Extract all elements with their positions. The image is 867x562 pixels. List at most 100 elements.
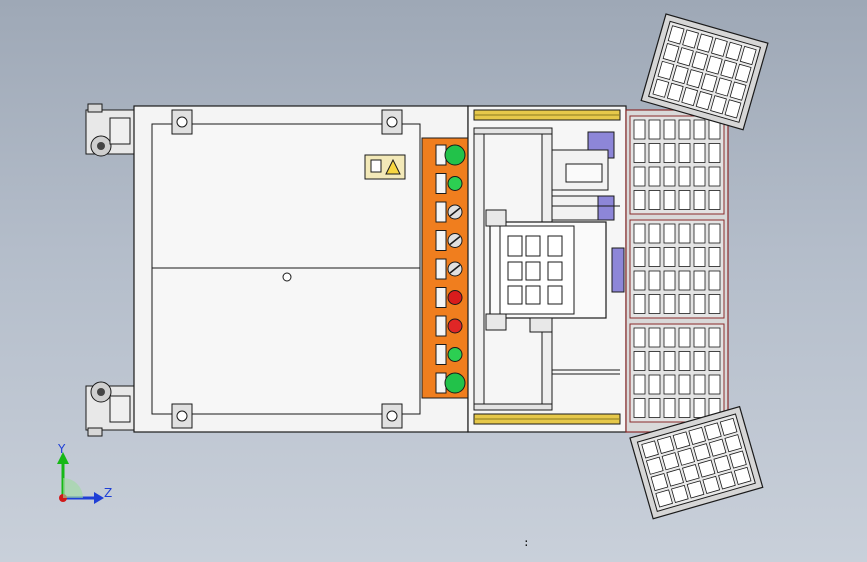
- tray-slot: [693, 398, 706, 418]
- control-panel[interactable]: [421, 137, 469, 399]
- lid-slot: [696, 33, 714, 53]
- tray-slot: [678, 374, 691, 395]
- lid-slot: [724, 434, 743, 453]
- lid-slot: [645, 456, 664, 475]
- tray-slot: [708, 351, 721, 371]
- lid-slot: [682, 464, 700, 483]
- tray-slot: [663, 270, 676, 291]
- tray-slot: [648, 247, 661, 267]
- tray-slot: [663, 398, 676, 418]
- tray-slot: [633, 294, 646, 314]
- lid-slot: [715, 77, 733, 97]
- tray-slot: [663, 166, 676, 187]
- tray-slot: [708, 190, 721, 210]
- tray-slot: [693, 374, 706, 395]
- lid-slot: [652, 78, 670, 98]
- tray-slot: [648, 327, 661, 348]
- lid-slot: [677, 47, 694, 67]
- tray-lid-bottom[interactable]: [629, 405, 764, 520]
- tray-slot: [708, 166, 721, 187]
- lid-slot: [725, 41, 743, 61]
- tray-slot: [663, 374, 676, 395]
- status-text: :: [523, 536, 530, 549]
- lid-slot: [711, 37, 728, 57]
- lid-slot: [655, 489, 673, 508]
- lid-slot: [686, 69, 704, 89]
- tray-slot: [663, 294, 676, 314]
- lid-slot: [739, 45, 757, 66]
- lid-slot: [729, 81, 747, 101]
- tray-slot: [678, 294, 691, 314]
- lid-slot: [677, 447, 696, 466]
- tray-slot: [648, 351, 661, 371]
- panel-button-red-stop[interactable]: [447, 290, 463, 305]
- lid-slot: [672, 431, 691, 450]
- tray-slot: [693, 294, 706, 314]
- tray-slot: [708, 327, 721, 348]
- lid-slot: [662, 43, 680, 63]
- panel-button-green[interactable]: [447, 347, 463, 362]
- tray-slot: [678, 398, 691, 418]
- tray-slot: [633, 374, 646, 395]
- tray-slot: [633, 119, 646, 140]
- tray-slot: [693, 190, 706, 210]
- caster-top-left: [85, 103, 135, 157]
- panel-button-green-start[interactable]: [444, 144, 466, 166]
- panel-button-green[interactable]: [447, 176, 463, 191]
- tray-slot: [663, 351, 676, 371]
- fixture-clamp-plate[interactable]: [485, 209, 607, 333]
- tray-slot: [708, 247, 721, 267]
- tray-slot: [678, 351, 691, 371]
- tray-slot: [663, 247, 676, 267]
- tray-slot: [633, 398, 646, 418]
- lid-slot: [666, 82, 684, 102]
- lid-slot: [656, 435, 675, 454]
- tray-slot: [633, 247, 646, 267]
- lid-slot: [734, 63, 752, 83]
- lid-slot: [713, 455, 732, 474]
- pneumatic-actuator-top: [551, 131, 615, 191]
- cabinet-body[interactable]: [85, 103, 469, 437]
- tray-slot: [693, 327, 706, 348]
- tray-slot: [648, 223, 661, 244]
- lid-slot: [724, 99, 742, 119]
- lid-slot: [693, 443, 711, 462]
- lid-slot: [661, 452, 680, 471]
- tray-slot: [663, 327, 676, 348]
- lid-slot: [671, 484, 689, 503]
- tray-slot: [648, 398, 661, 418]
- tray-slot: [633, 351, 646, 371]
- axis-y-label: Y: [57, 442, 66, 456]
- tray-lid-top[interactable]: [640, 13, 769, 131]
- tray-slot: [693, 351, 706, 371]
- tray-slot: [663, 119, 676, 140]
- tray-slot: [663, 190, 676, 210]
- lid-slot: [641, 440, 659, 459]
- panel-button-red[interactable]: [447, 318, 463, 334]
- warning-label-icon: [364, 154, 406, 180]
- fixture-zone[interactable]: [467, 105, 627, 433]
- lid-slot: [688, 426, 707, 445]
- tray-slot: [693, 166, 706, 187]
- tray-slot: [678, 119, 691, 140]
- tray-slot: [678, 270, 691, 291]
- tray-slot: [663, 143, 676, 163]
- tray-slot: [678, 327, 691, 348]
- panel-button-green-start[interactable]: [444, 372, 466, 394]
- tray-slot: [693, 270, 706, 291]
- mount-bolts: [171, 109, 403, 429]
- tray-slot: [678, 223, 691, 244]
- tray-slot: [633, 190, 646, 210]
- door-screw: [282, 272, 292, 282]
- tray-slot: [633, 327, 646, 348]
- lid-slot: [702, 475, 721, 494]
- tray-slot: [648, 119, 661, 140]
- tray-slot: [648, 190, 661, 210]
- lid-slot: [697, 459, 716, 478]
- lid-slot: [666, 468, 684, 487]
- tray-stack[interactable]: [625, 109, 729, 433]
- lid-slot: [705, 55, 723, 75]
- tray-slot: [708, 270, 721, 291]
- lid-slot: [682, 29, 699, 49]
